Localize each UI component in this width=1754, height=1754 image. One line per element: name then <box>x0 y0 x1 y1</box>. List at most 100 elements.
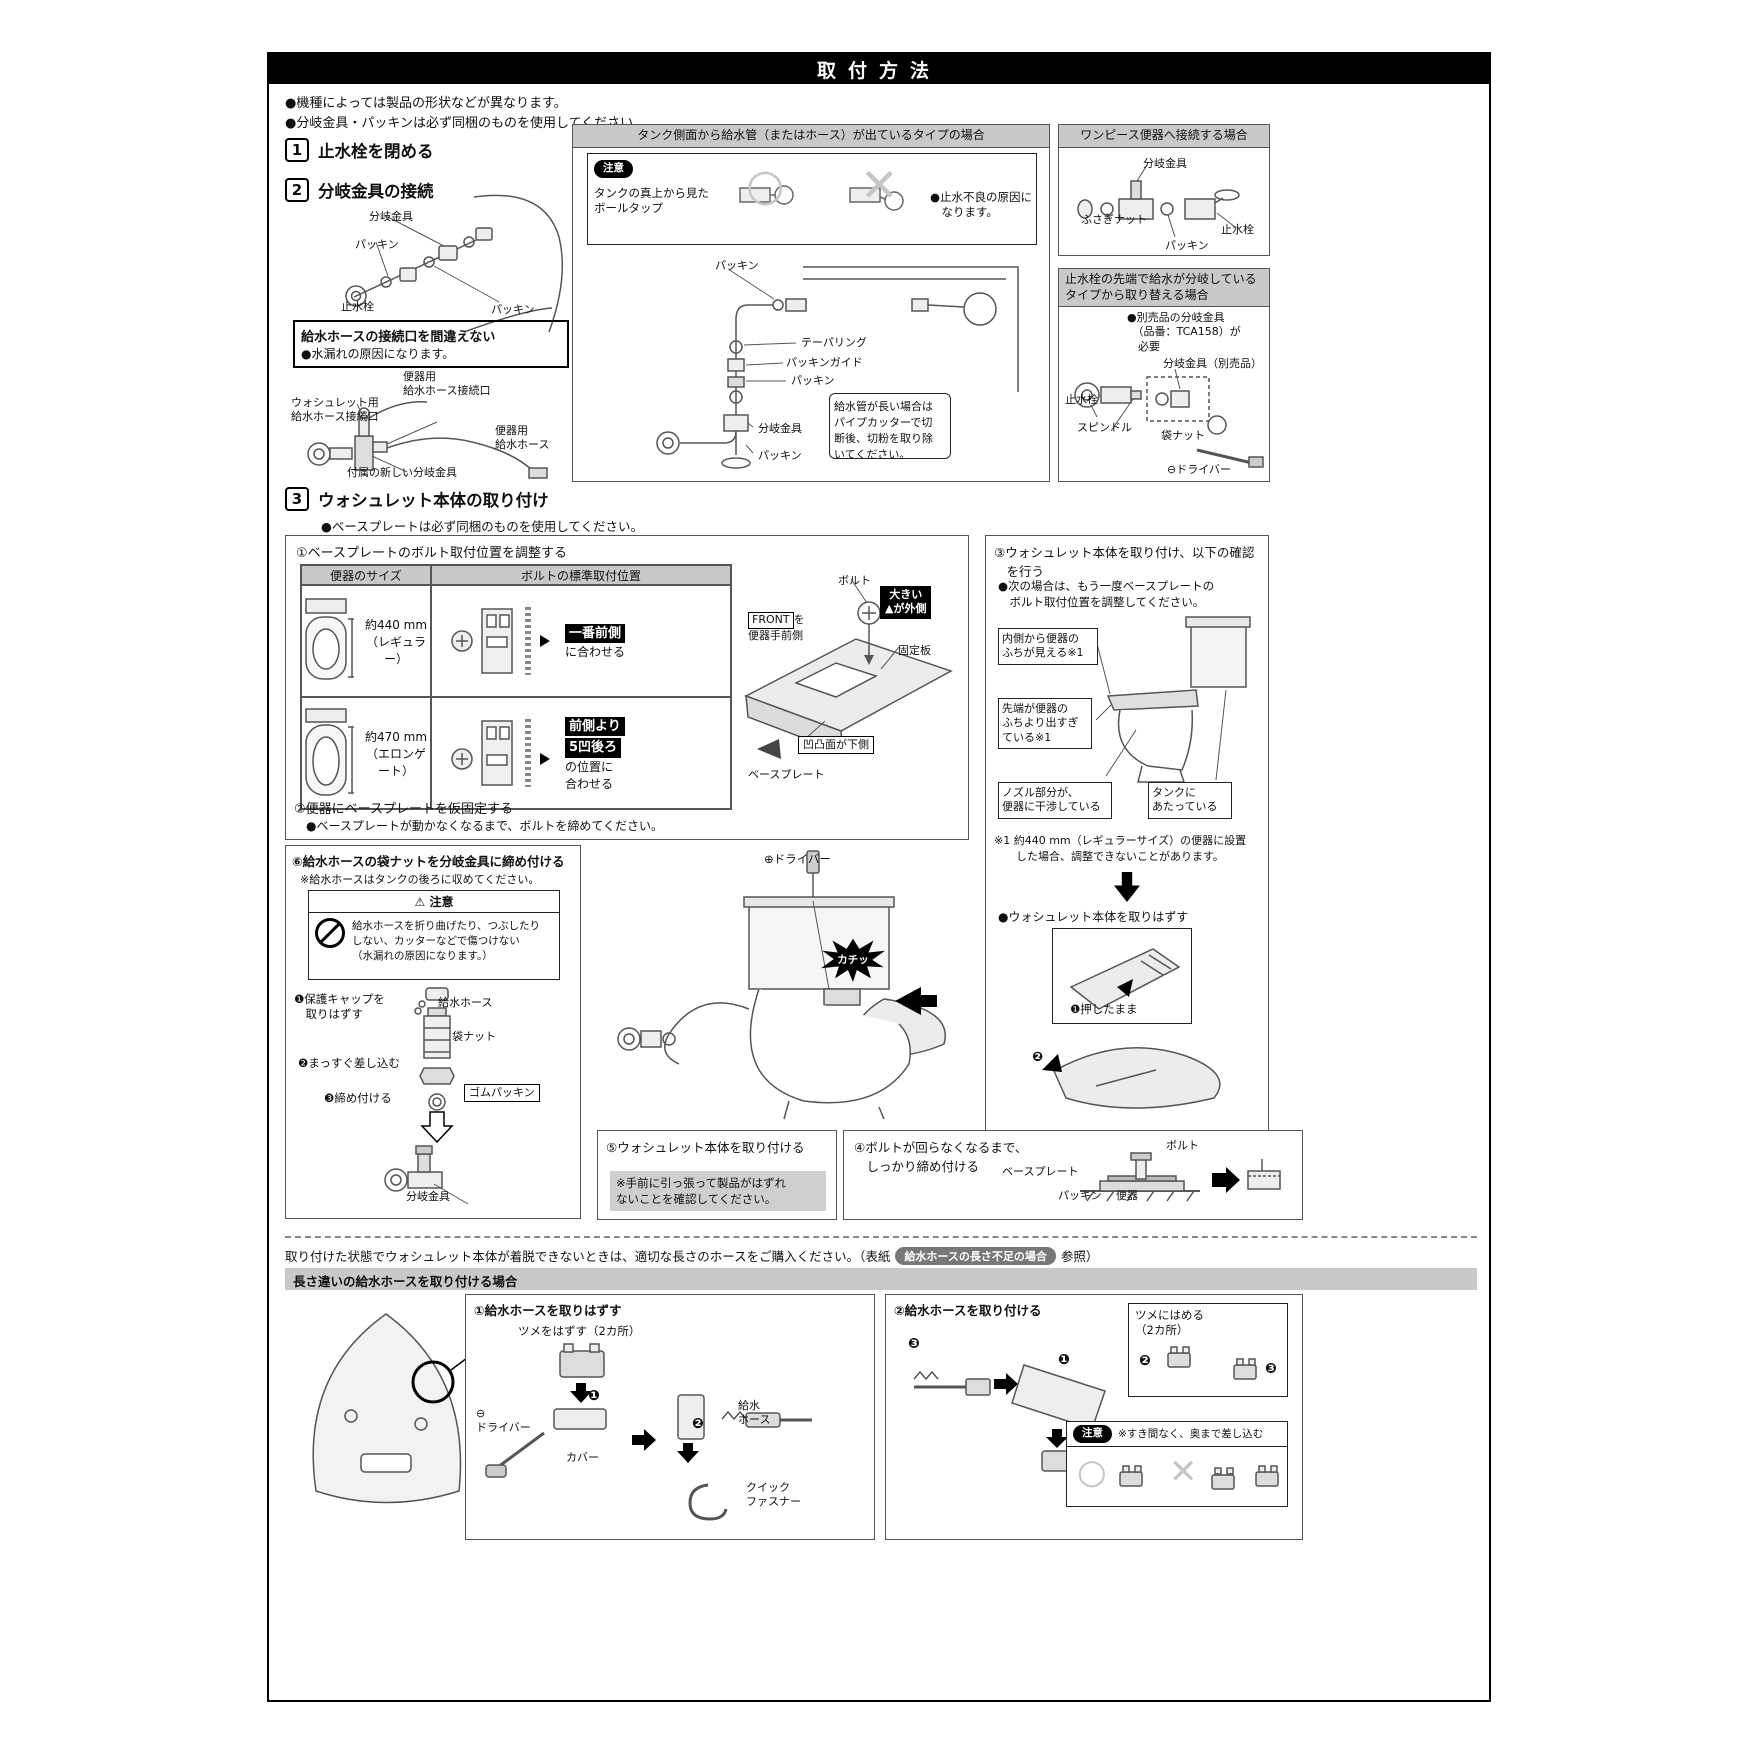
taper-ring-label: テーパリング <box>801 336 867 349</box>
baseplate-label: ベースプレート <box>748 768 825 781</box>
check-note: ●次の場合は、もう一度ベースプレートの ボルト取付位置を調整してください。 <box>998 579 1215 609</box>
manual-frame: 取付方法 ●機種によっては製品の形状などが異なります。 ●分岐金具・パッキンは必… <box>267 52 1491 1702</box>
nozzle-interference-box: ノズル部分が、 便器に干渉している <box>998 782 1112 819</box>
bolt-label: ボルト <box>838 574 871 587</box>
regular-size-label: 約440 mm （レギュラー） <box>364 617 428 666</box>
packing-guide-label: パッキンガイド <box>786 356 863 369</box>
balltap-caution-text: タンクの真上から見た ボールタップ <box>594 186 709 215</box>
branch-fitting-label: 分岐金具 <box>406 1190 450 1203</box>
ng-cross-mark: ✕ <box>1169 1451 1198 1492</box>
hose-nut-panel: ⑥給水ホースの袋ナットを分岐金具に締め付ける ※給水ホースはタンクの後ろに収めて… <box>285 845 581 1219</box>
attach-hose-panel: ②給水ホースを取り付ける ❸ ❶ ツメにはめる （2カ所） ❷ ❸ <box>885 1294 1303 1540</box>
packing-label: パッキン <box>1058 1189 1102 1202</box>
step-1-title: 止水栓を閉める <box>318 142 434 161</box>
table-row-regular-size: 約440 mm （レギュラー） <box>301 585 431 697</box>
remove-hose-title: ①給水ホースを取りはずす <box>474 1303 622 1318</box>
elongated-seat-illustration <box>305 708 354 796</box>
caution-tag: 注意 <box>1073 1425 1112 1443</box>
front-most-badge: 一番前側 <box>565 623 626 644</box>
bolt-tighten-panel: ④ボルトが回らなくなるまで、 しっかり締め付ける ボルト ベースプレート パッキ… <box>843 1130 1303 1220</box>
caution-tag: 注意 <box>594 160 633 178</box>
replace-type-header: 止水栓の先端で給水が分岐している タイプから取り替える場合 <box>1059 269 1269 308</box>
optional-fitting-note: ●別売品の分岐金具 （品番：TCA158）が 必要 <box>1127 311 1241 353</box>
tighten-step: ❸締め付ける <box>324 1091 392 1105</box>
hose-caution-text: 給水ホースを折り曲げたり、つぶしたり しない、カッターなどで傷つけない （水漏れ… <box>352 920 541 962</box>
hose-length-note-post: 参照） <box>1060 1249 1099 1264</box>
toilet-install-illustration <box>617 850 946 1120</box>
tank-supply-pipe-illustration <box>656 266 1019 469</box>
clip-part-illustration <box>1167 1346 1191 1368</box>
step-2-title: 分岐金具の接続 <box>318 182 434 201</box>
quick-fastener-label: クイック ファスナー <box>746 1481 801 1509</box>
press-and-hold-label: ❶押したまま <box>1070 1002 1138 1016</box>
bolt-position-table: 便器のサイズ ボルトの標準取付位置 約440 mm （レギュラー） 一番前側 に… <box>300 564 732 810</box>
step-3-number: 3 <box>285 487 309 511</box>
tank-side-type-panel: タンク側面から給水管（またはホース）が出ているタイプの場合 注意 タンクの真上か… <box>572 124 1050 482</box>
packing-label: パッキン <box>491 303 535 316</box>
rim-visible-box: 内側から便器の ふちが見える※1 <box>998 628 1098 665</box>
cap-nut-label: 袋ナット <box>1161 429 1205 442</box>
ok-circle-mark: ○ <box>746 160 785 211</box>
hose-caution-box: ⚠ 注意 給水ホースを折り曲げたり、つぶしたり しない、カッターなどで傷つけない… <box>308 890 560 980</box>
align-position-text: の位置に 合わせる <box>565 759 614 791</box>
table-row-elongated-position: 前側より 5凹後ろ の位置に 合わせる <box>431 697 731 809</box>
balltap-wrong-illustration <box>849 187 904 211</box>
cover-label: カバー <box>566 1451 599 1464</box>
regular-size-footnote: ※1 約440 mm（レギュラーサイズ）の便器に設置 した場合、調整できないこと… <box>994 834 1247 863</box>
flat-screwdriver-label: ⊖ドライバー <box>1167 463 1231 476</box>
new-branch-fitting-label: 付属の新しい分岐金具 <box>347 466 457 479</box>
step-one-marker: ❶ <box>588 1388 600 1404</box>
clip-part-illustration <box>1255 1465 1279 1487</box>
adjust-title: ①ベースプレートのボルト取付位置を調整する <box>296 546 568 561</box>
toilet-hose-label: 便器用 給水ホース <box>495 424 550 452</box>
step-one-marker: ❶ <box>1058 1352 1070 1368</box>
toilet-hose-port-label: 便器用 給水ホース接続口 <box>403 370 491 398</box>
regular-position-text: 一番前側 に合わせる <box>565 622 626 661</box>
remove-body-note: ●ウォシュレット本体を取りはずす <box>998 910 1189 924</box>
step-two-marker: ❷ <box>1139 1353 1151 1369</box>
tip-overhang-box: 先端が便器の ふちより出すぎ ている※1 <box>998 698 1092 749</box>
insert-straight-step: ❷まっすぐ差し込む <box>298 1056 400 1070</box>
insert-fully-text: ※すき間なく、奥まで差し込む <box>1118 1428 1264 1441</box>
front-side-badge: 前側より <box>565 716 625 736</box>
toilet-side-view-illustration <box>1095 616 1251 783</box>
clip-part-illustration <box>1211 1467 1235 1490</box>
table-row-regular-position: 一番前側 に合わせる <box>431 585 731 697</box>
step-2-number: 2 <box>285 178 309 202</box>
table-header-size: 便器のサイズ <box>301 565 431 585</box>
bolt-label: ボルト <box>1166 1139 1199 1152</box>
front-suffix-text: を 便器手前側 <box>748 613 805 642</box>
replace-fitting-illustration <box>1074 368 1264 468</box>
elongated-plate-illustration <box>451 719 550 787</box>
hose-port-warning-note: ●水漏れの原因になります。 <box>301 347 455 361</box>
shutoff-failure-note: ●止水不良の原因に なります。 <box>930 190 1033 219</box>
packing-label: パッキン <box>355 238 399 251</box>
dashed-divider <box>285 1236 1477 1238</box>
down-arrow-icon <box>1114 872 1140 902</box>
step-three-marker: ❸ <box>908 1336 920 1352</box>
supply-hose-label: 給水ホース <box>438 996 493 1009</box>
hose-length-note-pre: 取り付けた状態でウォシュレット本体が着脱できないときは、適切な長さのホースをご購… <box>285 1249 891 1264</box>
tank-side-type-header: タンク側面から給水管（またはホース）が出ているタイプの場合 <box>573 125 1049 148</box>
temp-fix-note: ●ベースプレートが動かなくなるまで、ボルトを締めてください。 <box>306 819 664 833</box>
hose-port-warning-title: 給水ホースの接続口を間違えない <box>301 330 496 345</box>
step-1: 1 止水栓を閉める <box>285 138 434 162</box>
step-three-marker: ❸ <box>1265 1361 1277 1377</box>
step-3-title: ウォシュレット本体の取り付け <box>318 491 549 510</box>
hose-ports-illustration <box>307 401 548 479</box>
remove-hose-panel: ①給水ホースを取りはずす ツメをはずす（2カ所） ⊖ ドライバー ❶ カバー <box>465 1294 875 1540</box>
branch-fitting-label: 分岐金具 <box>758 422 802 435</box>
washlet-slide-off-illustration <box>1042 1047 1221 1109</box>
attach-check-panel: ③ウォシュレット本体を取り付け、以下の確認 を行う ●次の場合は、もう一度ベース… <box>985 535 1269 1132</box>
rubber-packing-label: ゴムパッキン <box>464 1084 540 1103</box>
insert-fully-caution-box: 注意 ※すき間なく、奥まで差し込む ○ ✕ <box>1066 1421 1288 1507</box>
hose-length-badge: 給水ホースの長さ不足の場合 <box>895 1246 1056 1265</box>
remove-cap-step: ❶保護キャップを 取りはずす <box>294 992 385 1021</box>
one-piece-header: ワンピース便器へ接続する場合 <box>1059 125 1269 148</box>
baseplate-label: ベースプレート <box>1002 1165 1079 1178</box>
hose-caution-header: ⚠ 注意 <box>309 891 559 913</box>
packing-label: パッキン <box>1165 239 1209 252</box>
washlet-press-illustration <box>1069 948 1181 1010</box>
